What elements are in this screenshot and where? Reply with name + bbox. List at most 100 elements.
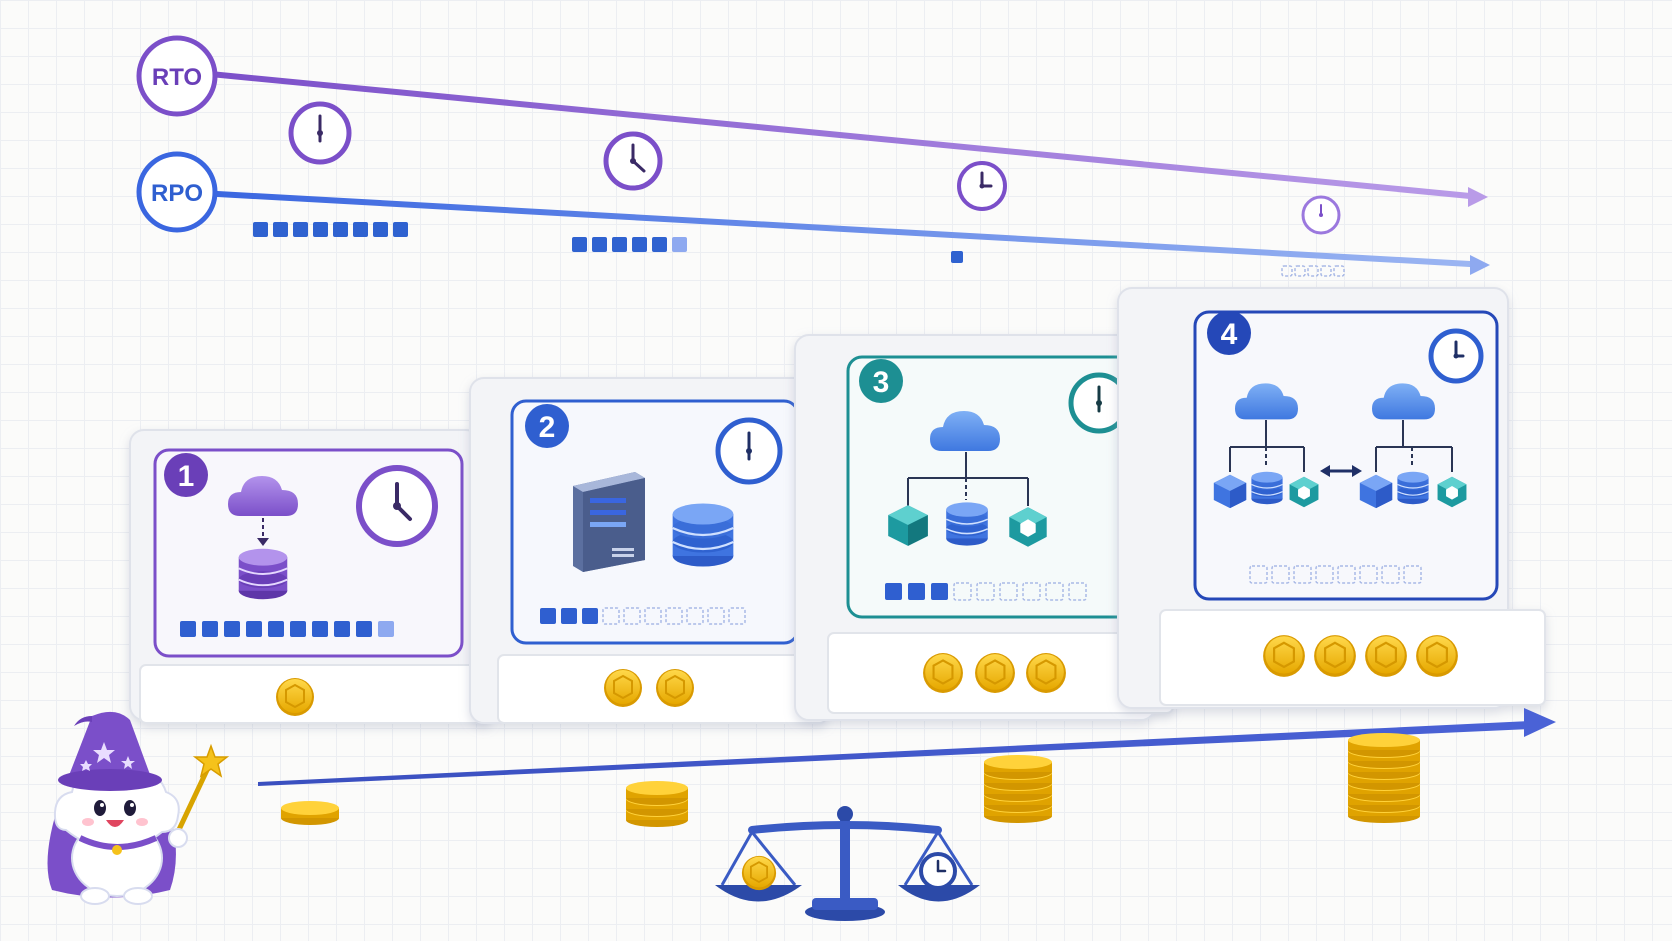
data-block-empty	[1307, 265, 1319, 277]
step-badge	[525, 404, 569, 448]
clock-icon	[957, 161, 1007, 211]
data-block-filled	[334, 621, 350, 637]
data-blocks	[180, 621, 394, 637]
rpo-data-blocks-3	[951, 251, 963, 263]
cloud-icon	[1235, 383, 1298, 420]
data-block-empty	[1293, 565, 1312, 584]
data-block-filled	[293, 222, 308, 237]
data-block-filled	[180, 621, 196, 637]
coin-stack-2	[626, 781, 688, 827]
tier-2-card: 2	[510, 399, 800, 645]
rpo-badge: RPO	[136, 151, 218, 233]
database-icon	[945, 501, 989, 547]
clock-icon	[356, 465, 438, 547]
data-block-filled	[672, 237, 687, 252]
tier-3-card: 3	[846, 355, 1144, 619]
rpo-data-blocks-2	[572, 237, 687, 252]
data-block-empty	[728, 607, 746, 625]
data-block-empty	[623, 607, 641, 625]
rpo-arrow-head	[1470, 255, 1490, 275]
data-block-empty	[999, 582, 1018, 601]
coin-stack-1	[281, 801, 339, 825]
data-blocks	[885, 582, 1087, 601]
data-block-filled	[572, 237, 587, 252]
data-block-empty	[1315, 565, 1334, 584]
coin-icon	[1262, 634, 1306, 678]
rpo-data-blocks-4	[1281, 265, 1345, 277]
data-block-filled	[652, 237, 667, 252]
data-block-empty	[1068, 582, 1087, 601]
data-block-filled	[582, 608, 598, 624]
coin-icon	[603, 668, 643, 708]
coin-icon	[922, 652, 964, 694]
cloud-icon	[1372, 383, 1435, 420]
data-block-empty	[1337, 565, 1356, 584]
cloud-icon	[228, 476, 298, 516]
data-block-empty	[644, 607, 662, 625]
data-block-filled	[313, 222, 328, 237]
data-block-filled	[353, 222, 368, 237]
data-block-filled	[632, 237, 647, 252]
coin-icon	[741, 855, 777, 891]
data-block-empty	[665, 607, 683, 625]
data-block-empty	[1281, 265, 1293, 277]
cloud-icon	[930, 411, 1000, 451]
data-blocks	[540, 607, 746, 625]
database-icon	[1396, 471, 1430, 505]
data-block-empty	[1294, 265, 1306, 277]
data-block-empty	[602, 607, 620, 625]
wizard-mascot	[47, 711, 230, 905]
data-block-empty	[707, 607, 725, 625]
clock-icon	[1428, 328, 1484, 384]
data-block-empty	[1403, 565, 1422, 584]
tier-4-card: 4	[1193, 310, 1499, 601]
data-block-filled	[290, 621, 306, 637]
coin-icon	[974, 652, 1016, 694]
data-block-filled	[312, 621, 328, 637]
network-lines	[1229, 420, 1305, 472]
clock-icon	[1301, 195, 1341, 235]
data-block-filled	[333, 222, 348, 237]
rto-timeline: RTO	[136, 35, 1488, 207]
clock-icon	[715, 417, 783, 485]
data-block-empty	[1381, 565, 1400, 584]
step-number: 3	[873, 366, 890, 399]
clock-icon	[603, 131, 663, 191]
data-block-filled	[246, 621, 262, 637]
network-lines	[1375, 420, 1453, 472]
data-block-empty	[953, 582, 972, 601]
coin-stack-4	[1348, 733, 1420, 823]
coin-icon	[1364, 634, 1408, 678]
data-block-empty	[1249, 565, 1268, 584]
coin-icon	[1025, 652, 1067, 694]
data-block-empty	[1320, 265, 1332, 277]
data-block-empty	[1333, 265, 1345, 277]
data-block-empty	[1359, 565, 1378, 584]
rto-line	[197, 70, 1473, 199]
data-block-filled	[268, 621, 284, 637]
data-block-filled	[373, 222, 388, 237]
rpo-timeline: RPO	[136, 151, 1490, 275]
cost-arrow	[258, 708, 1556, 786]
data-block-empty	[1022, 582, 1041, 601]
rpo-data-blocks-1	[253, 222, 408, 237]
data-block-filled	[273, 222, 288, 237]
data-block-filled	[378, 621, 394, 637]
coin-icon	[1415, 634, 1459, 678]
step-number: 2	[539, 411, 556, 444]
data-block-filled	[908, 583, 925, 600]
data-blocks	[1249, 565, 1422, 584]
coin-icon	[275, 677, 315, 717]
rpo-label: RPO	[151, 180, 203, 207]
network-lines	[907, 452, 1029, 506]
step-badge	[1207, 311, 1251, 355]
data-block-filled	[202, 621, 218, 637]
clock-icon	[288, 101, 352, 165]
data-block-filled	[356, 621, 372, 637]
rto-arrow-head	[1468, 187, 1488, 207]
database-icon	[237, 547, 289, 601]
data-block-empty	[1271, 565, 1290, 584]
data-block-filled	[253, 222, 268, 237]
step-badge	[164, 453, 208, 497]
